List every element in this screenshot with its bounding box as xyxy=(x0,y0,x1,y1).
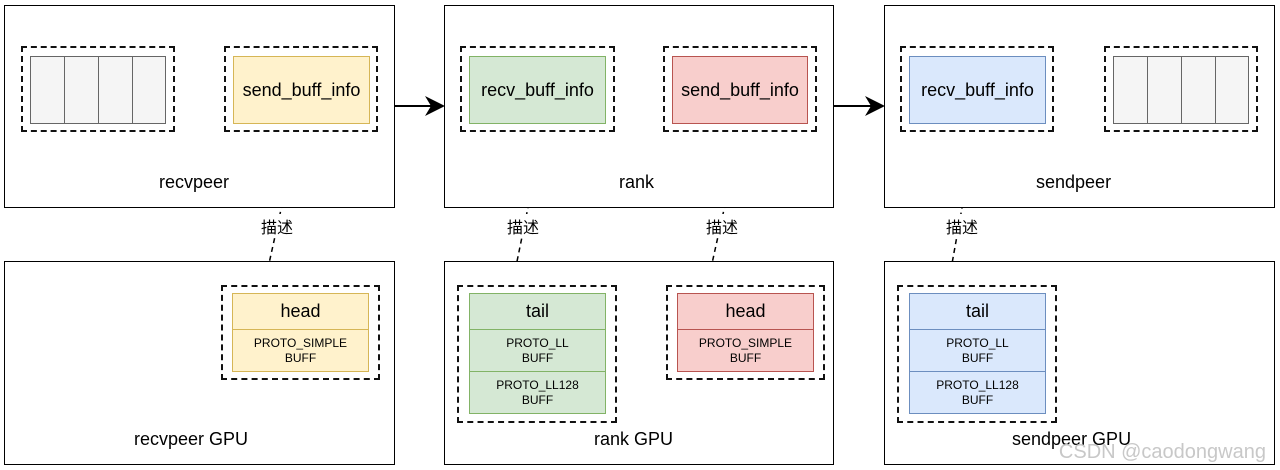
buffer-slot xyxy=(1215,56,1249,124)
buff-label: BUFF xyxy=(729,350,762,365)
buffer-slot xyxy=(132,56,166,124)
recvpeer-send-buff-info: send_buff_info xyxy=(233,56,370,124)
buff-proto-name: PROTO_SIMPLE xyxy=(698,335,793,350)
sendpeer-gpu-tail-group xyxy=(897,285,1057,423)
rank-recv-info-group xyxy=(460,46,615,132)
rank-gpu-head-group xyxy=(666,285,825,380)
rank-gpu-head-buff: PROTO_SIMPLE BUFF xyxy=(677,329,814,372)
rank-gpu-tail-buff-ll: PROTO_LL BUFF xyxy=(469,329,606,372)
buff-label: BUFF xyxy=(961,350,994,365)
rank-gpu-head-title: head xyxy=(677,293,814,330)
rank-gpu-tail-title: tail xyxy=(469,293,606,330)
recvpeer-gpu-label: recvpeer GPU xyxy=(134,429,249,449)
recvpeer-info-group xyxy=(224,46,378,132)
rank-label: rank xyxy=(619,172,655,192)
sendpeer-gpu-label: sendpeer GPU xyxy=(1012,429,1132,449)
buffer-slot xyxy=(1113,56,1148,124)
sendpeer-buffer-group xyxy=(1104,46,1258,132)
recvpeer-gpu-head-buff: PROTO_SIMPLE BUFF xyxy=(232,329,369,372)
sendpeer-gpu-tail-buff-ll128: PROTO_LL128 BUFF xyxy=(909,371,1046,414)
rank-gpu-tail-buff-ll128: PROTO_LL128 BUFF xyxy=(469,371,606,414)
buff-label: BUFF xyxy=(961,392,994,407)
sendpeer-recv-buff-info: recv_buff_info xyxy=(909,56,1046,124)
buff-proto-name: PROTO_SIMPLE xyxy=(253,335,348,350)
buff-label: BUFF xyxy=(284,350,317,365)
describe-label: 描述 xyxy=(704,214,741,238)
rank-recv-buff-info: recv_buff_info xyxy=(469,56,606,124)
recvpeer-gpu-head-title: head xyxy=(232,293,369,330)
buffer-slot xyxy=(1181,56,1216,124)
describe-label: 描述 xyxy=(944,214,981,238)
buffer-slot xyxy=(98,56,133,124)
buff-proto-name: PROTO_LL128 xyxy=(496,377,579,392)
recvpeer-label: recvpeer xyxy=(159,172,230,192)
buff-label: BUFF xyxy=(521,350,554,365)
buff-proto-name: PROTO_LL128 xyxy=(936,377,1019,392)
rank-send-info-group xyxy=(663,46,817,132)
buffer-slot xyxy=(30,56,65,124)
recvpeer-buffer-group xyxy=(21,46,175,132)
sendpeer-info-group xyxy=(900,46,1054,132)
buffer-slot xyxy=(1147,56,1182,124)
describe-label: 描述 xyxy=(505,214,542,238)
recvpeer-gpu-head-group xyxy=(221,285,380,380)
watermark: CSDN @caodongwang xyxy=(1058,441,1266,463)
describe-label: 描述 xyxy=(259,214,296,238)
rank-gpu-label: rank GPU xyxy=(594,429,674,449)
rank-gpu-tail-group xyxy=(457,285,617,423)
buff-proto-name: PROTO_LL xyxy=(946,335,1009,350)
sendpeer-label: sendpeer xyxy=(1036,172,1112,192)
sendpeer-gpu-tail-buff-ll: PROTO_LL BUFF xyxy=(909,329,1046,372)
rank-send-buff-info: send_buff_info xyxy=(672,56,808,124)
buff-proto-name: PROTO_LL xyxy=(506,335,569,350)
sendpeer-gpu-tail-title: tail xyxy=(909,293,1046,330)
buff-label: BUFF xyxy=(521,392,554,407)
buffer-slot xyxy=(64,56,99,124)
